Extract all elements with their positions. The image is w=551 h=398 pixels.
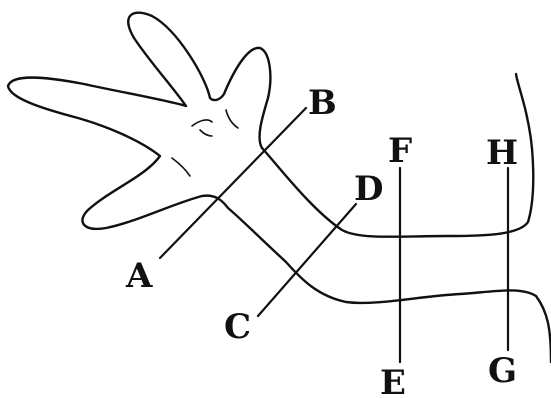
label-b: B <box>308 83 337 123</box>
head-crease-upper <box>191 119 213 127</box>
head-crease-small <box>199 129 213 137</box>
label-f: F <box>388 131 412 171</box>
head-crease-lower <box>171 157 191 177</box>
label-g: G <box>488 351 517 391</box>
label-a: A <box>125 256 153 296</box>
head-crease-arm <box>225 109 239 129</box>
label-e: E <box>380 363 406 398</box>
star-head-outline <box>6 11 551 364</box>
label-h: H <box>486 133 518 173</box>
section-line-ab <box>158 106 308 260</box>
trunk-upper-edge <box>260 72 535 238</box>
label-d: D <box>354 169 383 209</box>
label-c: C <box>224 307 251 347</box>
section-line-cd <box>256 202 358 318</box>
